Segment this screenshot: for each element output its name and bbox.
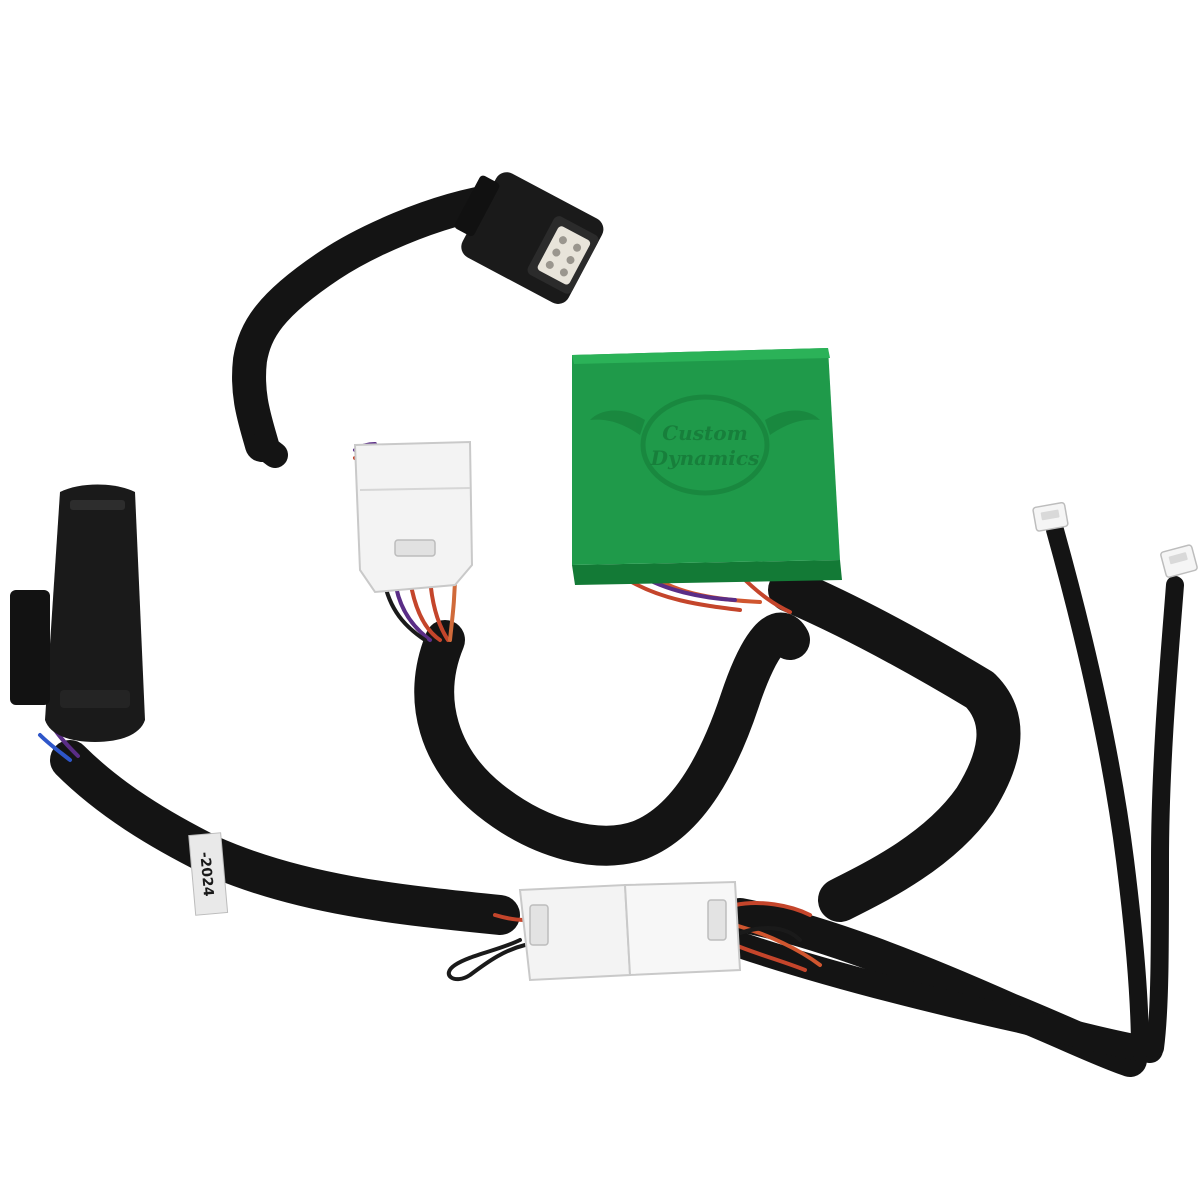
- wire-blue-left: [38, 733, 72, 762]
- connector-ridge: [70, 500, 125, 510]
- connector-pins-insert: [537, 226, 591, 285]
- wire-red-inline-r2: [733, 923, 822, 967]
- logo-text-line2: Dynamics: [650, 446, 760, 470]
- cable-lower-left: [50, 740, 520, 935]
- cable-loop: [414, 612, 810, 866]
- wire-black-loop-left: [446, 938, 527, 982]
- connector-latch: [454, 175, 500, 237]
- connector-seam: [359, 487, 471, 491]
- logo-text-line1: Custom: [662, 421, 747, 445]
- pin-hole-2: [573, 243, 582, 252]
- cable-label-text: -2024: [196, 851, 216, 897]
- wire-red-inline-r1: [733, 901, 812, 917]
- connector-shoulder: [60, 690, 130, 708]
- connector-tab-right: [707, 899, 727, 941]
- connector-side-clip: [10, 590, 50, 705]
- green-control-module: Custom Dynamics: [572, 348, 842, 585]
- wire-black-1: [383, 583, 427, 642]
- pin-hole-6: [559, 268, 568, 277]
- small-white-pin-left: [1032, 502, 1069, 532]
- pin-hole-3: [552, 248, 561, 257]
- cable-label: -2024: [188, 832, 229, 916]
- small-white-pin-right: [1160, 544, 1198, 578]
- wire-red-module-1: [623, 576, 742, 612]
- cable-top: [232, 183, 517, 462]
- pin-hole-4: [566, 256, 575, 265]
- cable-top-neck: [249, 432, 288, 468]
- lead-right: [1146, 576, 1184, 1057]
- logo-ring: [640, 394, 770, 496]
- cable-module-right: [768, 568, 1021, 922]
- module-logo: Custom Dynamics: [590, 394, 820, 496]
- connector-tab-left: [529, 904, 549, 946]
- label-band: [188, 832, 229, 916]
- module-top-edge: [572, 348, 830, 364]
- wire-black-inline-r: [733, 926, 802, 942]
- module-side-bottom: [572, 560, 842, 585]
- pin-slot: [1040, 509, 1060, 521]
- black-left-connector: [10, 484, 145, 742]
- connector-latch: [394, 539, 436, 557]
- white-inline-connector: [518, 880, 742, 982]
- cable-harness: [50, 183, 1184, 1077]
- pin-hole-5: [545, 260, 554, 269]
- logo-wing-left: [590, 410, 645, 435]
- white-upper-connector: [353, 440, 474, 594]
- wire-red-inline-r3: [733, 943, 807, 972]
- black-six-pin-connector: [454, 172, 604, 304]
- pin-hole-1: [558, 236, 567, 245]
- connector-body: [45, 484, 145, 742]
- module-body: [572, 348, 840, 565]
- pin-slot: [1168, 552, 1188, 565]
- logo-wing-right: [765, 410, 820, 435]
- connector-body: [353, 440, 474, 594]
- lead-left: [1046, 521, 1149, 1059]
- cable-lower-right-b: [727, 932, 1163, 1063]
